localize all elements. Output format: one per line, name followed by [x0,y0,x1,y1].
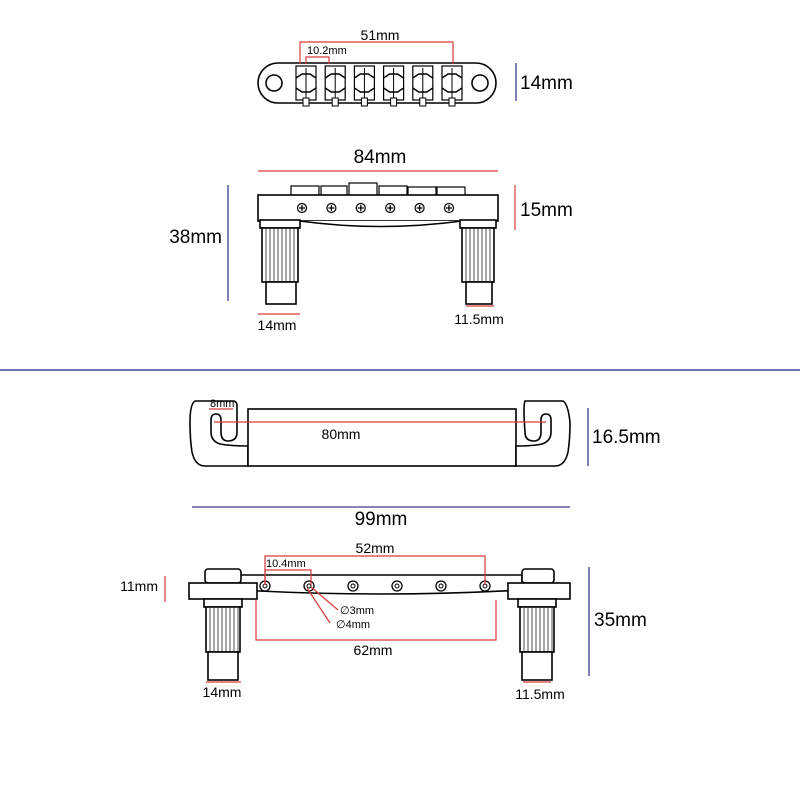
bridge-body [257,194,499,222]
saddle-screw-head [419,97,427,107]
bridge-top-outline [257,62,497,104]
post-2-thread-lines [209,608,553,651]
label-b2-hole-large: ∅4mm [336,619,370,631]
dimension-top-width: 51mm [299,27,454,64]
post-2-left [188,568,258,681]
label-b1-overall-height: 38mm [169,227,222,248]
dimension-b2-left-height: 11mm [120,576,166,602]
label-b1-length: 84mm [354,147,407,168]
label-tp-height: 16.5mm [592,427,661,448]
label-tp-slot: 8mm [210,398,234,410]
label-b2-right-post: 11.5mm [515,686,565,702]
post-2-left-thread [205,606,241,653]
post-2-right-nut [521,568,555,584]
label-b2-span: 52mm [356,540,395,556]
dimension-tp-height: 16.5mm [587,408,661,466]
post-left [259,219,301,305]
saddle-screw-head [390,97,398,107]
saddle-screw-head [448,97,456,107]
screw-cross [357,205,364,211]
label-top-spacing: 10.2mm [307,45,347,57]
post-2-right [507,568,571,681]
stud-hole-left [265,74,283,92]
saddle-hole-inner [350,583,356,589]
saddle-screw-head [331,97,339,107]
post-2-left-nut [204,568,242,584]
label-b2-left-height: 11mm [120,578,158,594]
saddle-row-top [295,65,463,107]
dimension-top-depth: 14mm [515,63,573,101]
screw-cross [446,205,452,211]
saddle-block [348,182,378,197]
dimension-b2-body: 62mm [255,600,497,658]
bridge-underside-arch [299,220,463,228]
post-2-left-collar [203,598,243,608]
tailpiece-right-end [515,400,571,467]
label-b2-height: 35mm [594,610,647,631]
saddle-screw-head [360,97,368,107]
post-2-left-base [207,651,239,681]
post-right-base [465,281,493,305]
label-tp-length: 80mm [322,426,361,442]
saddle-hole-inner [438,583,444,589]
label-b2-left-post: 14mm [203,684,242,700]
dimension-b1-overall: 38mm [169,185,229,301]
screw-cross [416,205,423,211]
dimension-b2-spacing: 10.4mm [264,558,312,585]
screw-cross [299,205,305,211]
dimension-b1-left-post: 14mm [258,313,300,333]
post-left-base [265,281,297,305]
saddle-blocks [290,182,466,197]
dimension-b2-height: 35mm [588,567,647,676]
bridge-front-view-2 [188,568,571,681]
label-b2-hole-small: ∅3mm [340,605,374,617]
dimension-tp-slot: 8mm [209,398,234,410]
dimension-top-spacing: 10.2mm [305,45,347,64]
post-2-right-flange [507,582,571,600]
tailpiece-left-end [189,400,249,467]
screw-cross [387,205,394,211]
saddle-hole-inner [306,583,312,589]
dimension-b1-length: 84mm [258,147,498,172]
label-b2-spacing: 10.4mm [266,558,306,570]
tailpiece-bar [247,408,517,467]
dimension-b1-right-post: 11.5mm [454,305,504,327]
post-2-right-base [521,651,553,681]
label-b1-right-post: 11.5mm [454,311,504,327]
dimension-tp-length: 80mm [214,421,546,442]
stud-hole-right [471,74,489,92]
dimension-b1-body: 15mm [514,185,573,230]
post-left-cap [259,219,301,229]
post-2-left-flange [188,582,258,600]
intonation-screw-row [296,202,455,214]
post-thread-lines [265,229,491,281]
post-2-right-collar [517,598,557,608]
dimension-b2-right-post: 11.5mm [515,681,565,702]
label-top-depth: 14mm [520,73,573,94]
label-b1-left-post: 14mm [258,317,297,333]
post-2-right-thread [519,606,555,653]
saddle-hole-inner [394,583,400,589]
bridge-front-view [257,182,499,305]
label-b1-body-height: 15mm [520,200,573,221]
label-b2-body: 62mm [354,642,393,658]
tailpiece-view [189,400,571,467]
post-left-thread [261,227,299,283]
label-top-width: 51mm [361,27,400,43]
label-tp-overall: 99mm [355,509,408,530]
dimension-b2-left-post: 14mm [203,681,242,700]
saddle-screw-head [302,97,310,107]
screw-cross [328,205,335,211]
bridge-top-view [257,62,497,107]
post-right-cap [459,219,497,229]
dimension-tp-overall: 99mm [192,506,570,530]
dimension-b2-holes: ∅3mm ∅4mm [306,586,374,631]
